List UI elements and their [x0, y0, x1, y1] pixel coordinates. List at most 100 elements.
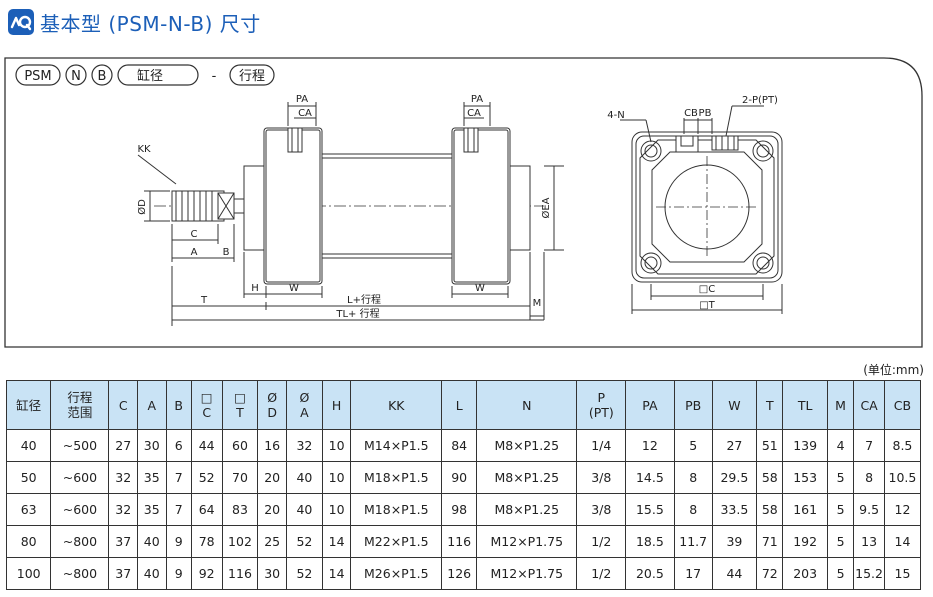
table-cell: 5 — [826, 493, 855, 526]
table-cell: 8.5 — [883, 429, 922, 462]
label-b: B — [223, 247, 230, 258]
table-cell: 12 — [883, 493, 922, 526]
table-cell: 32 — [108, 493, 138, 526]
col-t: T — [756, 380, 784, 430]
label-t: T — [200, 295, 208, 306]
col-b: B — [165, 380, 192, 430]
col-n: N — [476, 380, 578, 430]
table-cell: 40 — [5, 429, 52, 462]
code-psm: PSM — [24, 69, 51, 84]
col-ca: CA — [853, 380, 885, 430]
table-cell: 11.7 — [673, 525, 713, 558]
table-cell: 5 — [826, 525, 855, 558]
table-cell: 71 — [756, 525, 784, 558]
table-cell: 15.2 — [853, 557, 885, 590]
table-cell: 14.5 — [625, 461, 675, 494]
table-cell: 72 — [756, 557, 784, 590]
title-row: 基本型 (PSM-N-B) 尺寸 — [8, 6, 261, 38]
table-cell: 5 — [673, 429, 713, 462]
table-cell: 14 — [883, 525, 922, 558]
table-cell: 70 — [221, 461, 259, 494]
table-cell: 29.5 — [711, 461, 758, 494]
label-a: A — [191, 247, 198, 258]
table-cell: 1/4 — [576, 429, 627, 462]
table-cell: 3/8 — [576, 493, 627, 526]
table-cell: 203 — [782, 557, 828, 590]
table-cell: 39 — [711, 525, 758, 558]
table-cell: 52 — [285, 525, 323, 558]
table-cell: 58 — [756, 461, 784, 494]
table-cell: 20.5 — [625, 557, 675, 590]
table-cell: 32 — [285, 429, 323, 462]
label-ca-left: CA — [298, 108, 312, 119]
table-cell: 8 — [673, 493, 713, 526]
table-cell: ~600 — [50, 461, 110, 494]
code-stroke: 行程 — [239, 69, 265, 84]
order-code: PSM N B 缸径 - 行程 — [15, 64, 275, 86]
code-b: B — [98, 69, 107, 84]
table-cell: 52 — [285, 557, 323, 590]
table-cell: M12×P1.75 — [476, 557, 578, 590]
table-cell: 51 — [756, 429, 784, 462]
col-h: H — [321, 380, 352, 430]
label-ca-right: CA — [467, 108, 481, 119]
table-cell: 20 — [257, 461, 287, 494]
col-w: W — [711, 380, 758, 430]
table-cell: 10 — [321, 429, 352, 462]
table-cell: 37 — [108, 557, 138, 590]
table-cell: 10.5 — [883, 461, 922, 494]
table-cell: ~500 — [50, 429, 110, 462]
table-cell: 10 — [321, 461, 352, 494]
table-cell: M18×P1.5 — [350, 461, 443, 494]
table-cell: 80 — [5, 525, 52, 558]
table-cell: 5 — [826, 557, 855, 590]
col-cb: CB — [883, 380, 922, 430]
table-cell: 18.5 — [625, 525, 675, 558]
col-pb: PB — [673, 380, 713, 430]
end-view-labels: 4-N CB PB 2-P(PT) □C □T — [607, 95, 778, 311]
table-cell: 27 — [108, 429, 138, 462]
label-ea: ØEA — [540, 197, 552, 218]
table-cell: 35 — [137, 493, 167, 526]
table-cell: 58 — [756, 493, 784, 526]
table-cell: 10 — [321, 493, 352, 526]
cylinder-drawing: PSM N B 缸径 - 行程 — [4, 57, 923, 348]
table-cell: M22×P1.5 — [350, 525, 443, 558]
code-dash: - — [212, 69, 217, 84]
table-cell: 6 — [165, 429, 192, 462]
table-cell: M26×P1.5 — [350, 557, 443, 590]
table-cell: 153 — [782, 461, 828, 494]
table-cell: 9 — [165, 557, 192, 590]
table-cell: 40 — [137, 525, 167, 558]
table-cell: 12 — [625, 429, 675, 462]
table-cell: 192 — [782, 525, 828, 558]
col-bore: 缸径 — [5, 380, 52, 430]
table-cell: 33.5 — [711, 493, 758, 526]
drawing-frame — [4, 57, 923, 348]
code-n: N — [71, 69, 81, 84]
table-cell: 3/8 — [576, 461, 627, 494]
table-cell: 35 — [137, 461, 167, 494]
table-cell: 44 — [190, 429, 223, 462]
table-cell: 63 — [5, 493, 52, 526]
col-c: C — [108, 380, 138, 430]
table-cell: 14 — [321, 525, 352, 558]
table-cell: 64 — [190, 493, 223, 526]
table-cell: 40 — [285, 493, 323, 526]
label-pa-right: PA — [471, 94, 483, 105]
label-w-right: W — [475, 283, 485, 294]
table-cell: 15 — [883, 557, 922, 590]
table-cell: 17 — [673, 557, 713, 590]
table-cell: 78 — [190, 525, 223, 558]
table-cell: 8 — [673, 461, 713, 494]
col-square-t: □T — [221, 380, 259, 430]
label-d: ØD — [136, 199, 148, 215]
side-view — [137, 102, 564, 326]
table-cell: ~600 — [50, 493, 110, 526]
table-cell: 32 — [108, 461, 138, 494]
